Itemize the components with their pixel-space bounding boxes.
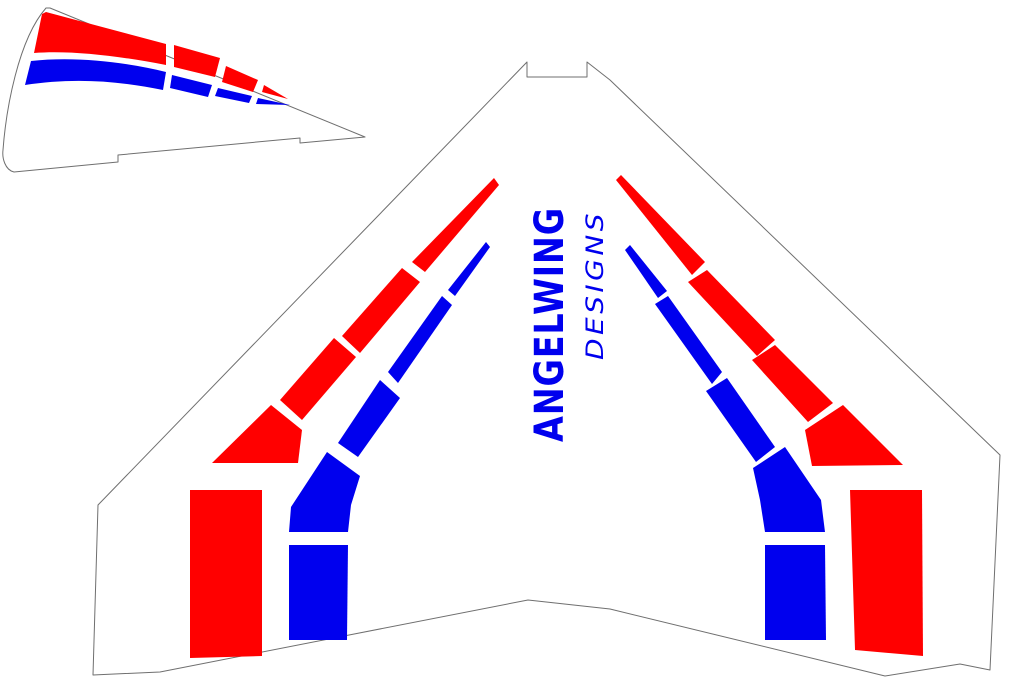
logo-sub-text: DESIGNS [581, 210, 609, 360]
left-blue-stripe-seg-4 [289, 452, 360, 532]
fin-red-stripe-seg-2 [222, 66, 258, 92]
fin-blue-stripe-main [25, 59, 166, 90]
left-red-stripe-seg-5 [190, 490, 262, 658]
left-blue-stripe-seg-1 [448, 242, 490, 296]
fin-template [2, 7, 366, 173]
right-blue-stripe-seg-4 [753, 447, 825, 532]
right-red-stripe-seg-4 [805, 405, 903, 466]
left-blue-stripe-seg-2 [388, 296, 452, 383]
fin-blue-stripe-seg-2 [215, 88, 252, 103]
logo-main-text: ANGELWING [527, 207, 573, 442]
right-red-stripe-seg-3 [752, 345, 833, 422]
right-blue-stripe-seg-1 [625, 245, 667, 298]
fin-red-stripe-main [34, 12, 166, 65]
right-blue-stripe-seg-3 [706, 378, 775, 462]
fin-blue-stripe-seg-3 [256, 98, 290, 105]
left-blue-stripe-seg-5 [289, 545, 348, 640]
right-red-stripe-seg-5 [850, 490, 923, 656]
fin-red-stripe-seg-3 [262, 85, 288, 99]
left-red-stripe-seg-3 [280, 338, 356, 420]
left-red-stripe-seg-1 [412, 178, 499, 272]
flying-wing-template: ANGELWING DESIGNS [92, 61, 1001, 677]
right-blue-stripe-seg-2 [655, 296, 722, 384]
fin-blue-stripe-seg-1 [170, 75, 212, 97]
fin-red-stripe-seg-1 [174, 45, 220, 77]
left-blue-stripe-seg-3 [338, 380, 400, 457]
left-red-stripe-seg-4 [212, 405, 302, 463]
left-red-stripe-seg-2 [342, 268, 420, 353]
angelwing-logo: ANGELWING DESIGNS [527, 207, 609, 442]
right-red-stripe-seg-2 [688, 270, 775, 356]
right-red-stripe-seg-1 [616, 175, 705, 275]
right-blue-stripe-seg-5 [765, 545, 826, 640]
